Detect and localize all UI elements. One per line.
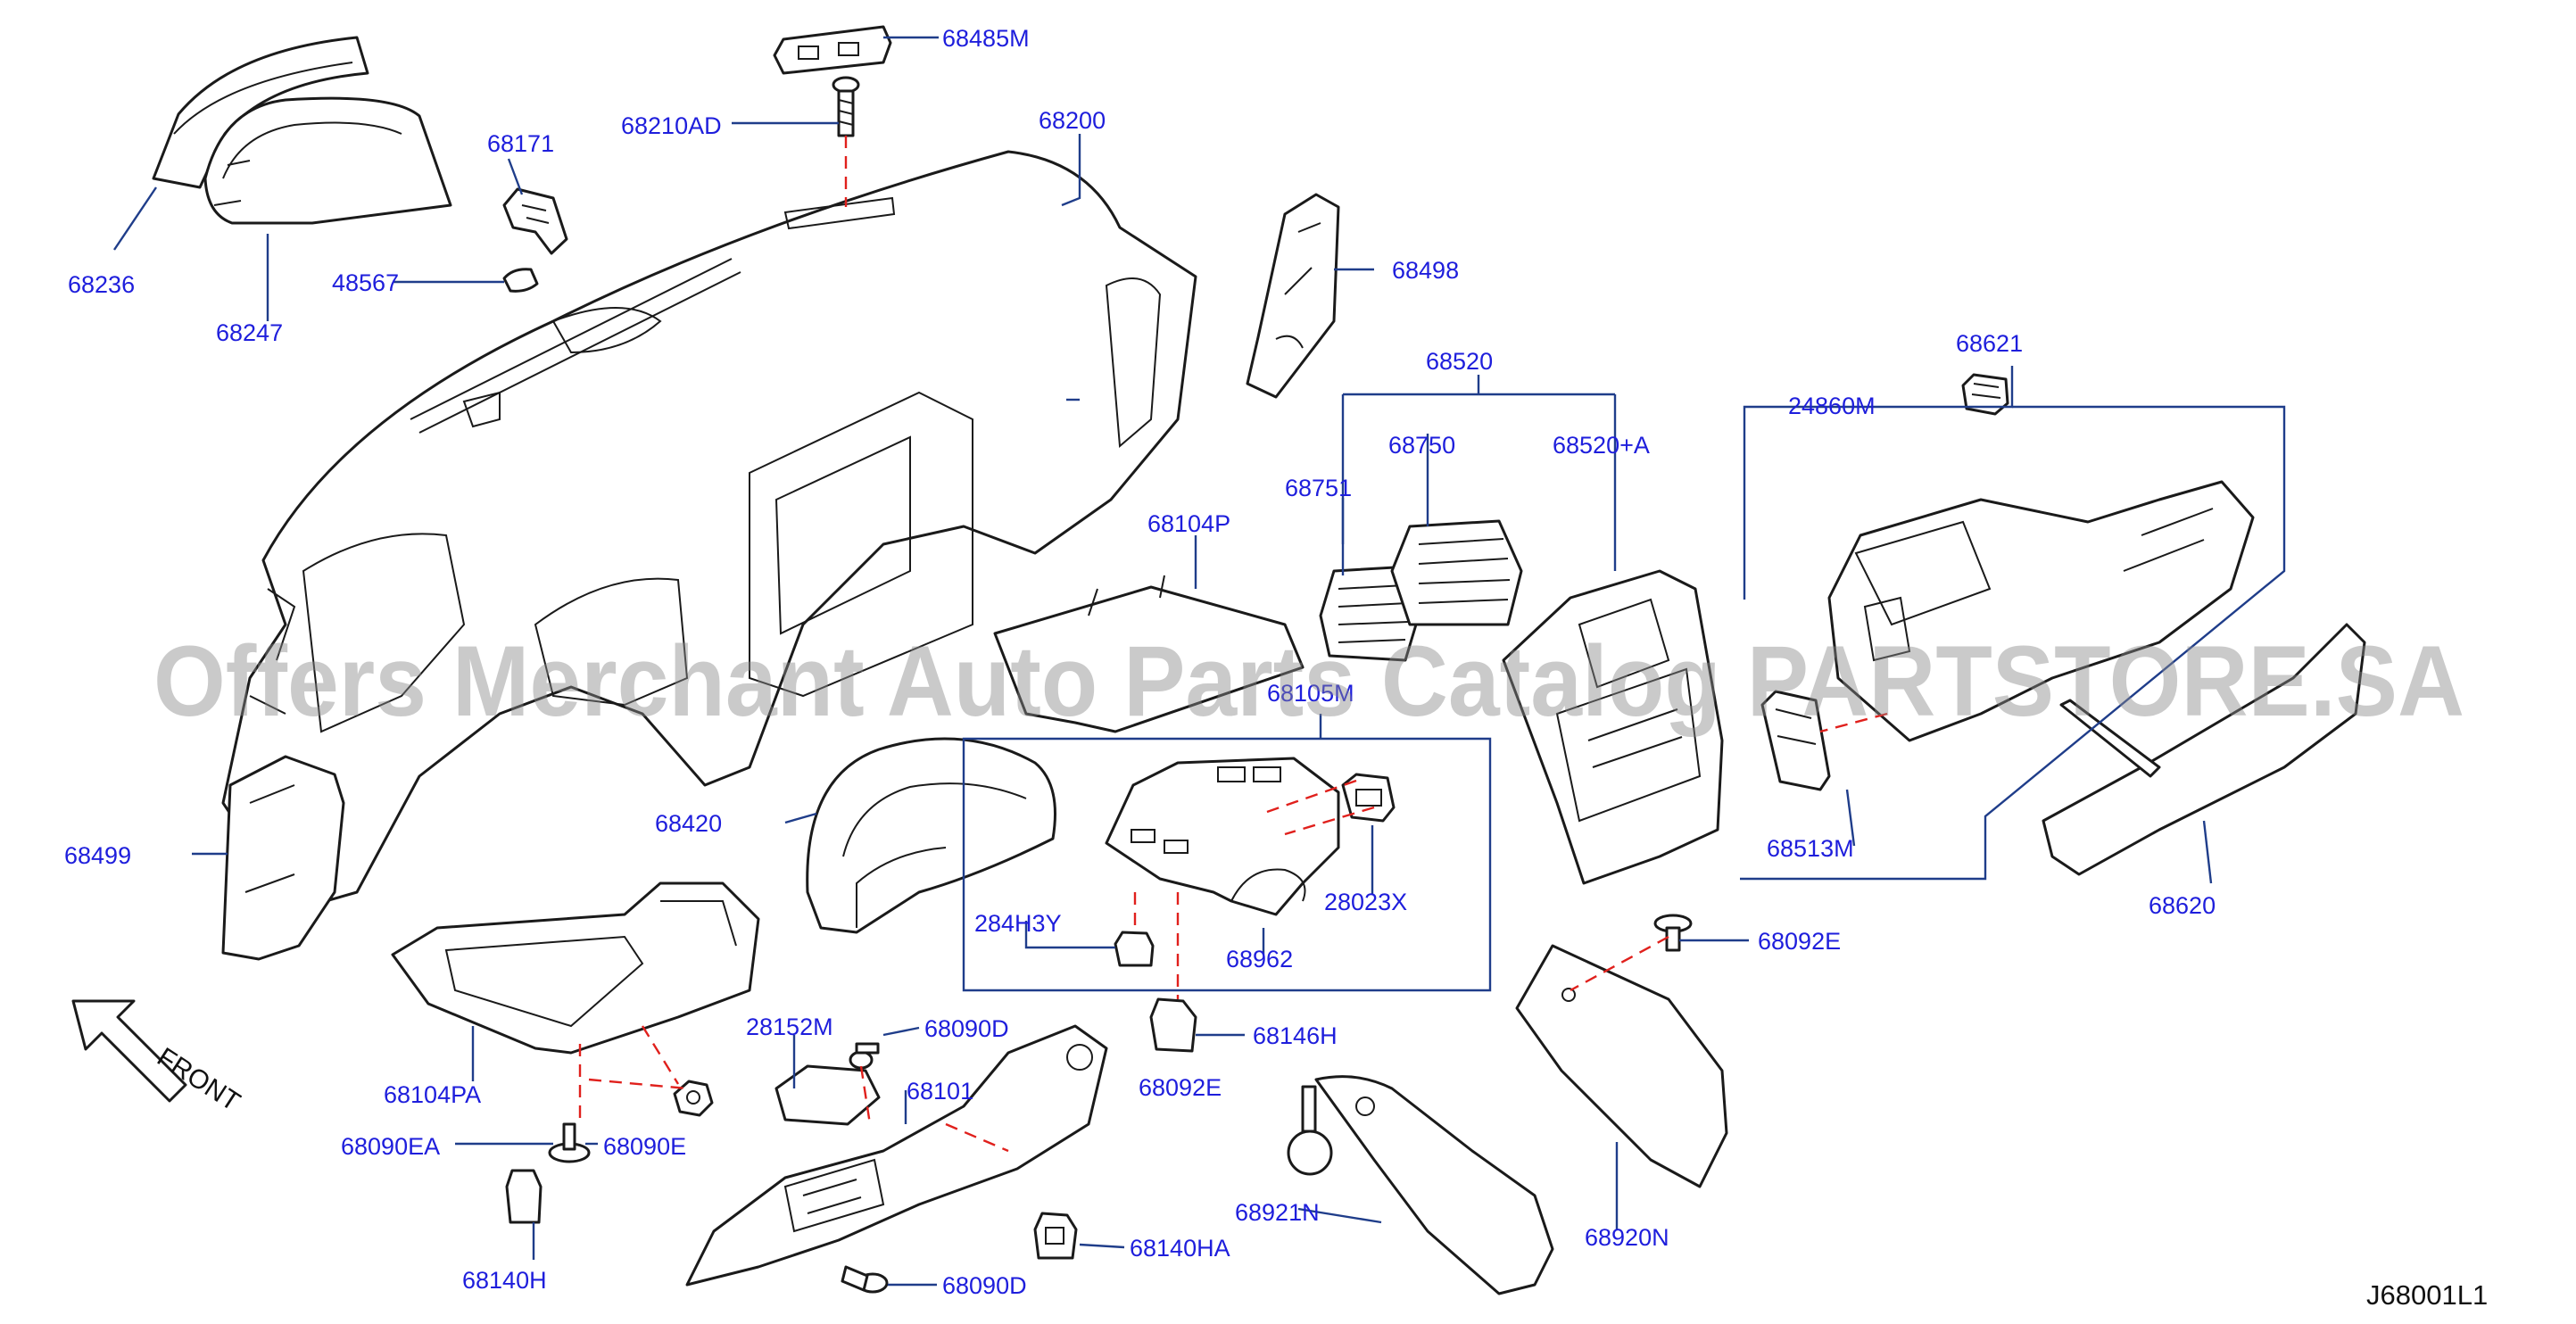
bracket-28152M-part	[774, 1064, 881, 1126]
label-68621: 68621	[1956, 330, 2023, 357]
side-panel-68498-part	[1246, 193, 1340, 399]
label-68520: 68520	[1426, 348, 1493, 375]
label-68140HA: 68140HA	[1130, 1235, 1230, 1262]
clip-68140HA-part	[1033, 1212, 1078, 1260]
meter-housing-68420-part	[806, 737, 1056, 934]
label-48567: 48567	[332, 269, 399, 296]
label-68104PA: 68104PA	[384, 1081, 481, 1108]
clip-68146H-part	[1149, 997, 1197, 1053]
label-68090E: 68090E	[603, 1133, 686, 1160]
label-68513M: 68513M	[1767, 835, 1854, 862]
label-68520A: 68520+A	[1553, 432, 1650, 459]
clip-48567-part	[502, 268, 539, 293]
switch-28023X-part	[1341, 773, 1396, 823]
diagram-code: J68001L1	[2366, 1279, 2488, 1311]
screw-68210AD-part	[832, 76, 860, 137]
label-68092E-mid: 68092E	[1139, 1074, 1222, 1101]
lower-finisher-68101-part	[685, 1024, 1108, 1287]
lower-panel-68104PA-part	[391, 881, 760, 1055]
side-panel-68920N-part	[1515, 944, 1728, 1188]
label-68090D-top: 68090D	[924, 1015, 1009, 1042]
label-68105M: 68105M	[1267, 680, 1354, 707]
label-68751: 68751	[1285, 475, 1352, 501]
label-68247: 68247	[216, 319, 283, 346]
label-68104P: 68104P	[1147, 510, 1230, 537]
screw-68090D-bottom-part	[841, 1265, 889, 1294]
label-284H3Y: 284H3Y	[974, 910, 1062, 937]
glove-box-68621-part	[1827, 480, 2255, 742]
switch-panel-68485M-part	[773, 25, 892, 75]
part-labels: 68485M 68210AD 68200 68171 68236 68247 4…	[64, 25, 2216, 1299]
label-68090D-bottom: 68090D	[942, 1272, 1027, 1299]
nut-68090E-part	[673, 1080, 714, 1117]
label-68146H: 68146H	[1253, 1022, 1338, 1049]
side-finisher-68921N-part	[1314, 1075, 1554, 1295]
label-24860M: 24860M	[1788, 393, 1876, 419]
clip-68090EA-part	[548, 1122, 591, 1163]
label-68920N: 68920N	[1585, 1224, 1669, 1251]
label-68750: 68750	[1388, 432, 1455, 459]
label-68236: 68236	[68, 271, 135, 298]
label-68420: 68420	[655, 810, 722, 837]
label-28023X: 28023X	[1324, 889, 1407, 915]
meter-hood-part	[203, 96, 452, 225]
label-68962: 68962	[1226, 946, 1293, 972]
ventilator-68750-part	[1390, 519, 1523, 626]
label-68101: 68101	[907, 1078, 973, 1105]
sensor-284H3Y-part	[1114, 931, 1155, 967]
label-68171: 68171	[487, 130, 554, 157]
hidden-lines	[578, 136, 1888, 1153]
front-arrow-icon	[71, 999, 187, 1103]
side-cover-68499-part	[221, 755, 345, 961]
label-68498: 68498	[1392, 257, 1459, 284]
screw-68090D-top-part	[849, 1042, 880, 1070]
clip-68140H-part	[505, 1169, 543, 1224]
cluster-lid-68105M-part	[1105, 757, 1340, 916]
label-68620: 68620	[2149, 892, 2216, 919]
watermark-text: Offers Merchant Auto Parts Catalog PARTS…	[153, 625, 2464, 737]
label-68140H: 68140H	[462, 1267, 547, 1294]
clip-68092E-right-part	[1653, 914, 1693, 952]
label-68210AD: 68210AD	[621, 112, 722, 139]
bracket-68171-part	[502, 187, 568, 255]
panel-68104P-part	[993, 575, 1305, 733]
bulb-socket-24860M-part	[1961, 373, 2009, 416]
leader-lines	[113, 36, 2286, 1287]
instrument-panel-68200-part	[221, 150, 1197, 912]
label-68499: 68499	[64, 842, 131, 869]
label-68090EA: 68090EA	[341, 1133, 440, 1160]
label-68921N: 68921N	[1235, 1199, 1320, 1226]
label-68485M: 68485M	[942, 25, 1030, 52]
lamp-68513M-part	[1760, 690, 1831, 791]
clip-68921N-part	[1287, 1085, 1333, 1176]
label-68092E-right: 68092E	[1758, 928, 1841, 955]
label-28152M: 28152M	[746, 1014, 833, 1040]
glove-box-lid-68620-part	[2042, 623, 2366, 876]
label-68200: 68200	[1039, 107, 1106, 134]
cluster-finisher-68520A-part	[1502, 569, 1724, 885]
